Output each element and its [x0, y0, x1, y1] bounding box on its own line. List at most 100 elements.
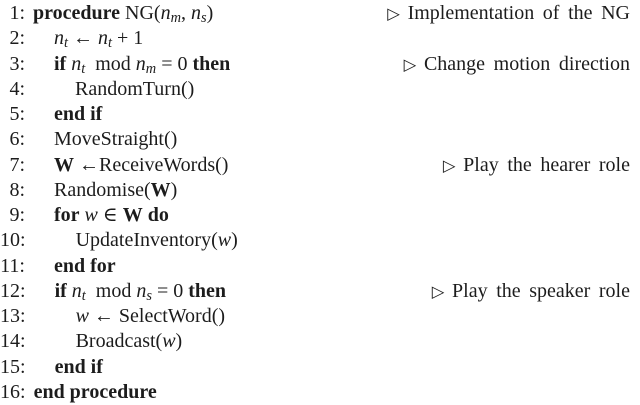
code-token: W	[54, 153, 74, 176]
algorithm-line: 12:if nt mod ns = 0 then▷ Play the speak…	[0, 279, 640, 304]
code-token: + 1	[112, 27, 144, 50]
inline-comment: ▷ Play the hearer role	[443, 153, 630, 178]
code-token: Randomise(	[54, 178, 151, 201]
code-token: ←	[68, 27, 98, 50]
code-token: w	[84, 204, 98, 226]
line-number: 13:	[0, 305, 26, 327]
line-number: 16:	[0, 380, 26, 403]
code-token: end procedure	[33, 380, 157, 403]
line-number: 10:	[0, 229, 26, 252]
code-text: if nt mod nm = 0 then	[54, 52, 230, 82]
code-token: end if	[54, 355, 103, 378]
algorithm-line: 11: end for	[0, 254, 640, 279]
line-number: 9:	[9, 204, 25, 226]
comment-text: Play the speaker role	[452, 279, 630, 302]
code-token: t	[81, 60, 86, 77]
code-token: NG(	[125, 2, 161, 24]
line-number: 12:	[0, 279, 26, 302]
code-token: t	[64, 35, 68, 52]
line-number: 3:	[9, 52, 25, 75]
code-token: procedure	[33, 2, 121, 24]
algorithm-line: 16: end procedure	[0, 380, 640, 405]
code-token: then	[188, 279, 227, 302]
algorithm-line: 13: w ← SelectWord()	[0, 304, 640, 329]
inline-comment: ▷ Play the speaker role	[432, 279, 630, 304]
code-token: W	[122, 204, 143, 226]
code-token: n	[71, 279, 82, 302]
code-token: UpdateInventory(	[75, 229, 218, 252]
code-text: W ←ReceiveWords()	[54, 153, 228, 178]
comment-triangle-icon: ▷	[431, 281, 453, 301]
algorithm-line: 7: W ←ReceiveWords() ▷ Play the hearer rol…	[0, 153, 640, 178]
comment-triangle-icon: ▷	[387, 4, 408, 23]
code-token: do	[147, 204, 169, 226]
code-token: s	[200, 10, 207, 27]
algorithm-line: 8: Randomise(W)	[0, 178, 640, 203]
algorithm-line: 15: end if	[0, 355, 640, 380]
comment-triangle-icon: ▷	[403, 54, 424, 74]
code-text: MoveStraight()	[54, 127, 177, 152]
code-token: s	[146, 287, 152, 304]
code-text: procedure NG(nm, ns)	[33, 1, 213, 31]
code-token: n	[135, 52, 146, 75]
code-text: UpdateInventory(w)	[76, 228, 238, 253]
code-token: w	[162, 330, 176, 353]
code-token: n	[98, 27, 108, 50]
code-token: for	[54, 204, 80, 226]
code-token: = 0	[156, 52, 193, 75]
code-token: ∈	[97, 204, 123, 226]
code-token: end for	[54, 254, 116, 277]
line-number: 1:	[9, 2, 25, 24]
line-number: 15:	[0, 355, 26, 378]
code-text: w ← SelectWord()	[76, 304, 225, 329]
code-token: n	[136, 279, 147, 302]
code-token: n	[71, 52, 82, 75]
code-token: mod	[85, 52, 136, 75]
line-number: 8:	[9, 178, 25, 201]
code-token: RandomTurn()	[75, 77, 195, 100]
code-token: t	[108, 35, 112, 52]
algorithm-line: 9: for w ∈ W do	[0, 203, 640, 228]
line-number: 7:	[9, 153, 25, 176]
code-token: then	[192, 52, 231, 75]
code-text: nt ← nt + 1	[54, 26, 143, 56]
line-number: 6:	[9, 128, 25, 151]
code-token: ←	[88, 305, 119, 327]
algorithm-line: 5: end if	[0, 102, 640, 127]
line-number: 4:	[9, 77, 25, 100]
code-token: end if	[54, 103, 103, 125]
comment-text: Change motion direction	[423, 52, 630, 75]
line-number: 11:	[0, 254, 25, 277]
inline-comment: ▷ Change motion direction	[404, 52, 630, 77]
code-token: )	[170, 178, 178, 201]
code-token: = 0	[151, 279, 189, 302]
line-number: 5:	[9, 103, 25, 125]
algorithm-line: 3:if nt mod nm = 0 then▷ Change motion d…	[0, 52, 640, 77]
comment-triangle-icon: ▷	[442, 155, 464, 175]
code-token: W	[150, 178, 171, 201]
code-text: end procedure	[34, 380, 157, 405]
code-token: MoveStraight()	[54, 128, 178, 151]
code-token: SelectWord()	[118, 305, 226, 327]
code-token: m	[145, 60, 157, 77]
line-number: 2:	[9, 27, 25, 50]
code-token: w	[217, 229, 232, 252]
code-token: Broadcast(	[75, 330, 163, 353]
code-text: RandomTurn()	[75, 77, 194, 102]
algorithm-line: 10: UpdateInventory(w)	[0, 228, 640, 253]
code-text: if nt mod ns = 0 then	[55, 279, 226, 309]
code-token: mod	[85, 279, 137, 302]
code-text: end if	[55, 355, 103, 380]
code-text: for w ∈ W do	[54, 203, 169, 228]
algorithm-line: 4: RandomTurn()	[0, 77, 640, 102]
code-token: n	[54, 27, 64, 50]
code-text: Randomise(W)	[54, 178, 177, 203]
code-token: m	[170, 10, 181, 27]
code-token: if	[54, 279, 67, 302]
code-token: n	[160, 2, 171, 24]
code-token: ←	[74, 153, 99, 176]
algorithm-line: 2:nt ← nt + 1	[0, 26, 640, 51]
code-token: )	[231, 229, 238, 252]
code-token: t	[81, 287, 86, 304]
